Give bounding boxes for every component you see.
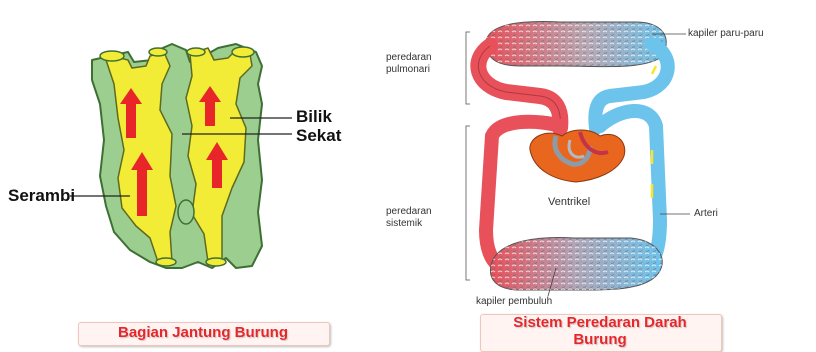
circulation-diagram bbox=[466, 22, 690, 296]
capillary-texture bbox=[490, 238, 662, 291]
right-caption: Sistem Peredaran Darah Burung bbox=[480, 314, 720, 348]
septum-hole bbox=[178, 200, 194, 224]
right-caption-line1: Sistem Peredaran Darah bbox=[480, 314, 720, 331]
right-caption-line2: Burung bbox=[480, 331, 720, 348]
pulmonary-bracket bbox=[466, 32, 470, 104]
vessel-opening bbox=[232, 47, 254, 57]
bilik-label: Bilik bbox=[296, 107, 332, 127]
pulmonary-circulation-label: peredaran pulmonari bbox=[386, 52, 432, 76]
sekat-label: Sekat bbox=[296, 126, 341, 146]
kapiler-pembuluh-label: kapiler pembuluh bbox=[476, 296, 552, 308]
ventrikel-label: Ventrikel bbox=[548, 196, 590, 208]
flow-mark bbox=[652, 66, 656, 74]
vessel-opening bbox=[187, 48, 205, 56]
vessel-opening bbox=[100, 51, 124, 61]
systemic-label-line2: sistemik bbox=[386, 218, 432, 230]
capillary-texture bbox=[486, 22, 666, 67]
pulmonary-label-line2: pulmonari bbox=[386, 64, 432, 76]
left-caption: Bagian Jantung Burung bbox=[78, 324, 328, 341]
kapiler-paru-label: kapiler paru-paru bbox=[688, 28, 764, 40]
vessel-opening bbox=[149, 48, 167, 56]
vessel-opening bbox=[156, 258, 176, 266]
pulmonary-label-line1: peredaran bbox=[386, 52, 432, 64]
serambi-label: Serambi bbox=[8, 186, 75, 206]
vessel-opening bbox=[206, 258, 226, 266]
systemic-bracket bbox=[466, 126, 470, 280]
systemic-label-line1: peredaran bbox=[386, 206, 432, 218]
bird-heart-diagram bbox=[70, 44, 292, 268]
systemic-circulation-label: peredaran sistemik bbox=[386, 206, 432, 230]
arteri-label: Arteri bbox=[694, 208, 718, 220]
